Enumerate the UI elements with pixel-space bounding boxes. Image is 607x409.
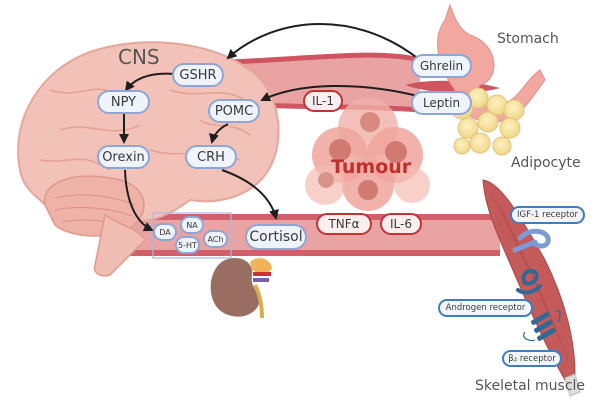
ghrelin-node: Ghrelin — [411, 54, 472, 78]
beta2-receptor-label: β₂ receptor — [502, 350, 562, 367]
pomc-node: POMC — [208, 99, 260, 123]
arrow-pomc-crh — [209, 123, 229, 144]
leptin-node: Leptin — [411, 91, 472, 115]
acetylcholine-node: ACh — [203, 230, 228, 248]
brain-illustration — [17, 41, 280, 277]
npy-node: NPY — [97, 90, 150, 114]
kidney-illustration — [210, 257, 272, 319]
adipocyte-label: Adipocyte — [511, 155, 581, 171]
gshr-node: GSHR — [172, 63, 224, 87]
stomach-label: Stomach — [497, 31, 559, 47]
androgen-receptor-icon — [516, 268, 542, 295]
cortisol-node: Cortisol — [245, 224, 307, 250]
skeletal-muscle-illustration — [482, 179, 581, 397]
tnfa-cytokine: TNFα — [316, 213, 372, 235]
cns-label: CNS — [118, 45, 160, 69]
il6-cytokine: IL-6 — [380, 213, 422, 235]
crh-node: CRH — [185, 145, 237, 169]
dopamine-node: DA — [153, 223, 177, 241]
arrow-orexin-neurotransmitters — [124, 169, 154, 232]
arrow-crh-cortisol — [221, 169, 279, 220]
igf1-receptor-icon — [512, 228, 551, 253]
androgen-receptor-label: Androgen receptor — [438, 299, 533, 317]
noradrenaline-node: NA — [180, 216, 204, 234]
orexin-node: Orexin — [97, 145, 150, 169]
igf1-receptor-label: IGF-1 receptor — [510, 206, 585, 224]
il1-cytokine: IL-1 — [303, 90, 343, 112]
adrenal-gland — [250, 258, 272, 274]
tumour-label: Tumour — [331, 156, 412, 178]
signal-arrows — [119, 23, 421, 232]
beta2-receptor-icon — [523, 309, 561, 342]
arrow-leptin-pomc — [260, 84, 419, 102]
skeletal-muscle-label: Skeletal muscle — [475, 378, 586, 394]
arrow-gshr-npy — [124, 72, 176, 92]
tumour-illustration — [305, 98, 430, 211]
arrow-ghrelin-gshr — [226, 23, 421, 61]
serotonin-node: 5-HT — [175, 236, 200, 254]
